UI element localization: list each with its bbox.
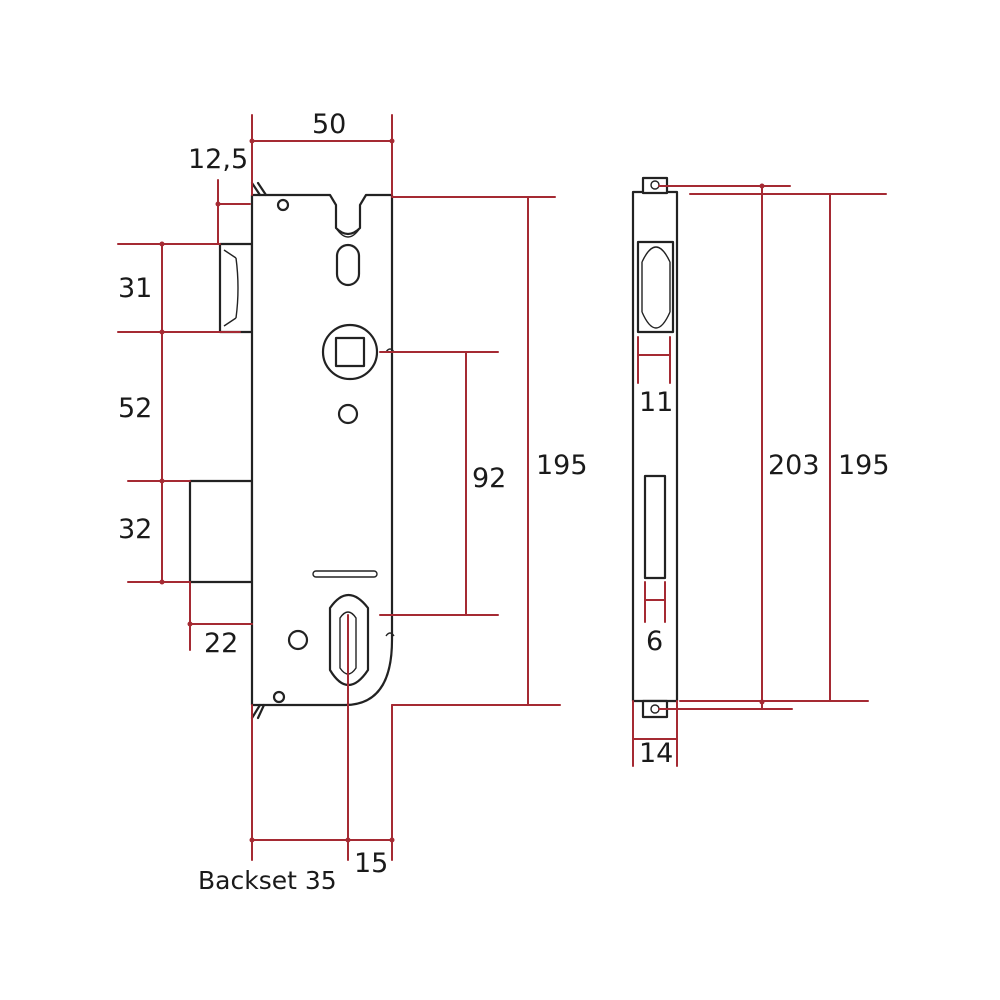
dead-bolt: [188, 479, 254, 584]
latch-bolt: [218, 242, 254, 334]
lock-case: [250, 181, 395, 720]
dimension-faceplate-to-cylinder: 15: [354, 848, 388, 879]
dimension-side-faceplate-length: 195: [838, 450, 890, 481]
dimension-faceplate-offset: 12,5: [188, 144, 248, 175]
dimension-latch-to-bolt: 52: [118, 393, 152, 424]
front-view: 50 12,5 31 52 32 22 92 195 Backset 35 15: [117, 109, 588, 895]
dimension-bolt-height: 32: [118, 514, 152, 545]
side-faceplate: [631, 176, 679, 719]
dimension-bolt-width: 6: [646, 626, 663, 657]
dimension-faceplate-width: 14: [639, 738, 673, 769]
dimension-latch-width: 11: [639, 387, 673, 418]
front-dimensions: [117, 114, 561, 861]
dimension-width-top: 50: [312, 109, 346, 140]
dimension-faceplate-length: 195: [536, 450, 588, 481]
dimension-bolt-throw: 22: [204, 628, 238, 659]
dimension-total-length: 203: [768, 450, 820, 481]
dimension-latch-height: 31: [118, 273, 152, 304]
side-view: 11 6 14 203 195: [631, 176, 890, 769]
dimension-backset: Backset 35: [198, 866, 337, 895]
dimension-spindle-to-cylinder: 92: [472, 463, 506, 494]
side-dimensions: [632, 183, 887, 767]
